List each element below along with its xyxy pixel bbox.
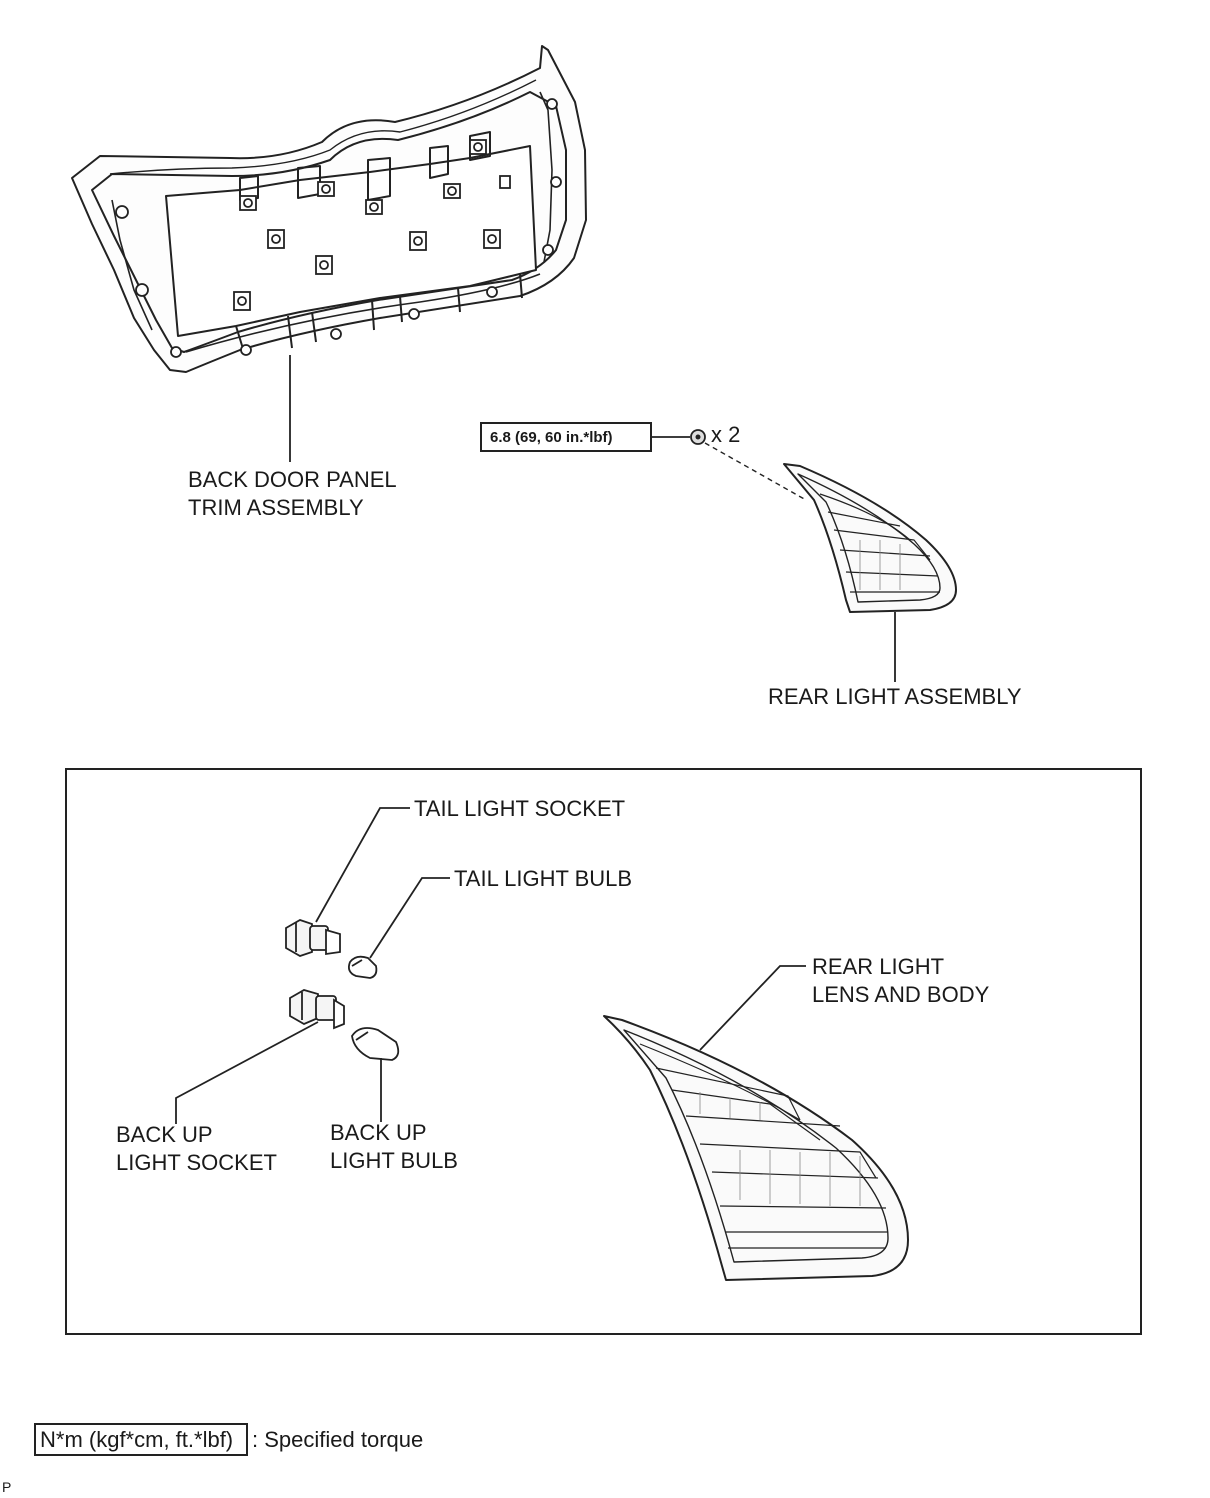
label-rear-light-assembly: REAR LIGHT ASSEMBLY <box>768 684 1022 709</box>
clip-icon <box>267 229 285 249</box>
back-door-panel-trim-drawing <box>71 45 587 373</box>
back-up-light-bulb-drawing <box>351 1027 400 1061</box>
clip-icon <box>542 244 554 256</box>
label-back-door-panel-line2: TRIM ASSEMBLY <box>188 495 364 520</box>
clip-icon <box>486 286 498 298</box>
clip-icon <box>550 176 562 188</box>
clip-icon <box>239 195 257 211</box>
leader-back-up-light-socket <box>175 1021 319 1124</box>
clip-icon <box>546 98 558 110</box>
leader-tail-light-socket <box>315 807 410 923</box>
trim-clips <box>115 98 562 358</box>
legend-box <box>34 1423 248 1456</box>
clip-icon <box>233 291 251 311</box>
clip-icon <box>499 175 511 189</box>
nut-icon <box>690 429 706 445</box>
rear-light-lens-and-body-drawing <box>603 1015 909 1281</box>
leader-rear-light-lens-and-body <box>699 965 806 1051</box>
label-back-up-light-socket-line1: BACK UP <box>116 1122 213 1147</box>
clip-icon <box>409 231 427 251</box>
label-tail-light-bulb: TAIL LIGHT BULB <box>454 866 632 891</box>
label-back-door-panel-line1: BACK DOOR PANEL <box>188 467 397 492</box>
clip-icon <box>469 139 487 155</box>
nut-install-dashed-line <box>704 442 807 501</box>
nut-quantity: x 2 <box>711 422 740 447</box>
back-up-light-socket-drawing <box>289 989 345 1030</box>
label-back-up-light-bulb-line2: LIGHT BULB <box>330 1148 458 1173</box>
detail-box <box>65 768 1142 1335</box>
clip-icon <box>408 308 420 320</box>
clip-icon <box>315 255 333 275</box>
torque-spec-value: 6.8 (69, 60 in.*lbf) <box>490 429 613 446</box>
label-rear-light-lens-line1: REAR LIGHT <box>812 954 944 979</box>
clip-icon <box>115 205 129 219</box>
clip-icon <box>317 181 335 197</box>
tail-light-socket-drawing <box>285 919 341 957</box>
label-back-up-light-bulb-line1: BACK UP <box>330 1120 427 1145</box>
rear-light-assembly-drawing <box>783 463 957 613</box>
clip-icon <box>240 344 252 356</box>
clip-icon <box>483 229 501 249</box>
clip-icon <box>443 183 461 199</box>
tail-light-bulb-drawing <box>347 955 378 979</box>
clip-icon <box>330 328 342 340</box>
corner-mark: P <box>2 1479 11 1495</box>
clip-icon <box>365 199 383 215</box>
legend-description: : Specified torque <box>252 1427 423 1452</box>
clip-icon <box>135 283 149 297</box>
leader-tail-light-bulb <box>369 877 450 959</box>
clip-icon <box>170 346 182 358</box>
legend-units: N*m (kgf*cm, ft.*lbf) <box>40 1427 233 1452</box>
label-rear-light-lens-line2: LENS AND BODY <box>812 982 990 1007</box>
label-tail-light-socket: TAIL LIGHT SOCKET <box>414 796 625 821</box>
label-back-up-light-socket-line2: LIGHT SOCKET <box>116 1150 277 1175</box>
